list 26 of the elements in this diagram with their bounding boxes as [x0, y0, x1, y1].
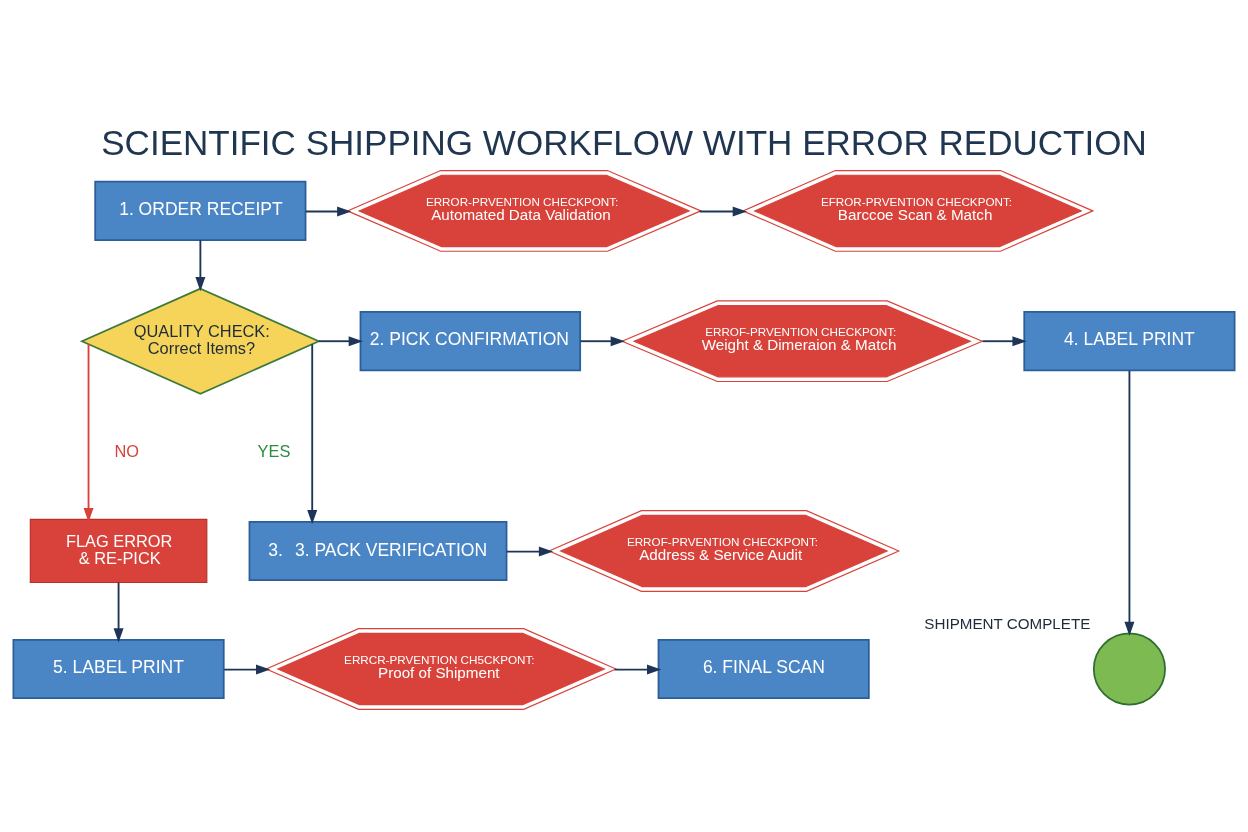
diagram-title: SCIENTIFIC SHIPPING WORKFLOW WITH ERROR REDUCTION: [101, 123, 1147, 163]
arrow: [305, 206, 352, 217]
node-diamond: QUALITY CHECK: Correct Items?: [79, 287, 321, 395]
arrow: [83, 343, 94, 523]
label: NO: [114, 441, 140, 460]
arrow: [981, 336, 1027, 347]
arrow: [113, 581, 124, 643]
arrow: [613, 664, 662, 675]
arrow: [317, 336, 363, 347]
arrow: [698, 206, 747, 217]
arrow: [307, 343, 318, 525]
node-box: 3. 3. PACK VERIFICATION: [248, 520, 508, 582]
node-label: SHIPMENT COMPLETE: [924, 615, 1091, 633]
node-box: 6. FINAL SCAN: [657, 638, 870, 700]
node-circle: [1092, 632, 1166, 706]
node-box: 4. LABEL PRINT: [1023, 311, 1236, 372]
arrow: [505, 546, 554, 557]
arrow: [1124, 369, 1135, 637]
arrow: [195, 239, 206, 292]
arrow: [223, 664, 271, 675]
arrow: [579, 336, 625, 347]
node-box: 1. ORDER RECEIPT: [94, 180, 307, 241]
label: YES: [257, 441, 291, 460]
node-box: FLAG ERROR & RE-PICK: [29, 518, 208, 584]
node-box: 5. LABEL PRINT: [12, 638, 225, 700]
node-box: 2. PICK CONFIRMATION: [359, 311, 582, 372]
